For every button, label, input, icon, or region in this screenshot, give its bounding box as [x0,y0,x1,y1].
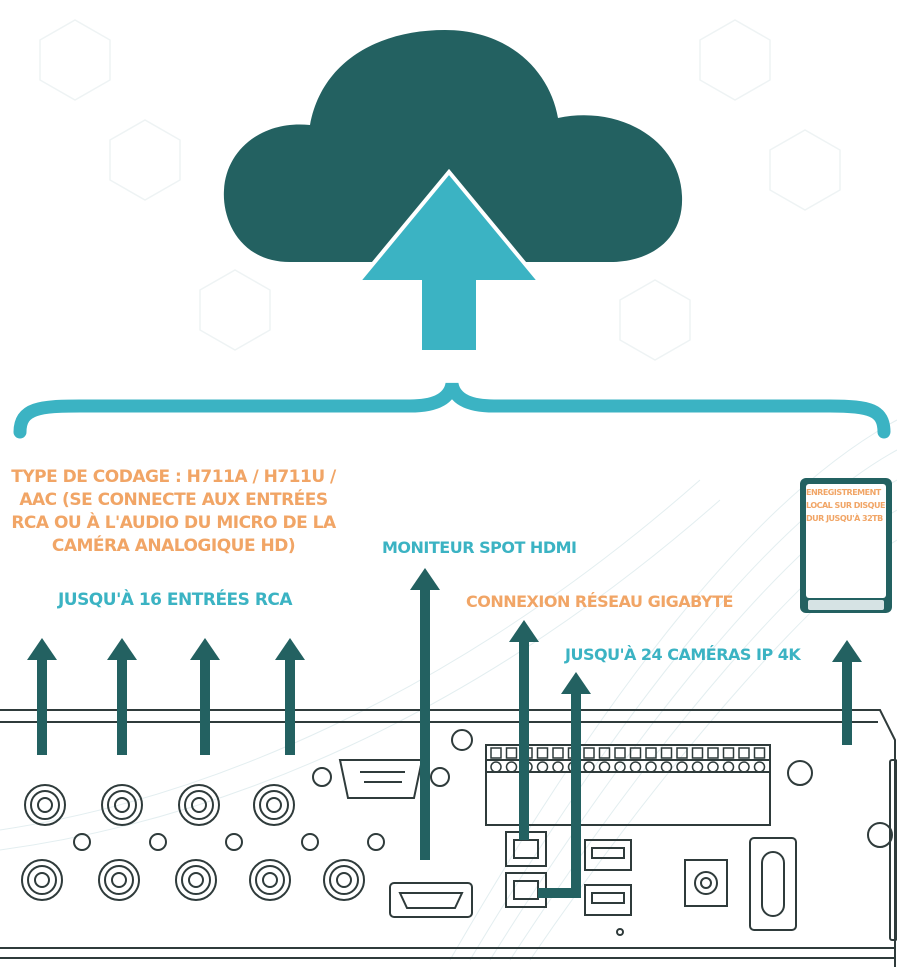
terminal-slot [707,747,719,759]
rca-jack [21,859,63,901]
terminal-screw [583,761,595,773]
terminal-screw [645,761,657,773]
terminal-slot [505,747,518,759]
rca-jack [98,859,140,901]
hard-drive-icon [800,478,892,613]
terminal-screw [738,761,750,773]
usb-ports [584,839,632,916]
terminal-screw [490,761,502,773]
terminal-screw [505,761,518,773]
hdmi-arrow [410,568,440,860]
network-arrow [509,620,539,840]
led [616,928,624,936]
label-codage: TYPE DE CODAGE : H711A / H711U / AAC (SE… [11,467,336,556]
rca-jack [24,784,66,826]
power-switch [749,837,797,931]
terminal-slot [645,747,657,759]
rca-jack [175,859,217,901]
terminal-screw [614,761,626,773]
terminal-slot [490,747,502,759]
terminal-screw [536,761,549,773]
brace-connector [13,382,891,439]
terminal-screws [490,747,766,773]
rca-jack [101,784,143,826]
terminal-slot [598,747,611,759]
terminal-slot [552,747,564,759]
rca-arrow [27,638,57,755]
label-hdmi: MONITEUR SPOT HDMI [382,538,577,557]
terminal-screw [598,761,611,773]
port-arrows [27,568,862,898]
power-jack [684,859,728,907]
terminal-screw [722,761,735,773]
rca-jack [253,784,295,826]
dvr-back-panel [0,709,897,967]
label-rca-inputs: JUSQU'À 16 ENTRÉES RCA [57,590,293,610]
terminal-slot [722,747,735,759]
terminal-screw [629,761,642,773]
rca-jack [178,784,220,826]
terminal-slot [614,747,626,759]
rca-jack [249,859,291,901]
terminal-screw [660,761,673,773]
terminal-screw [552,761,564,773]
terminal-screw [691,761,704,773]
cloud-icon [223,30,683,262]
terminal-slot [738,747,750,759]
screws [73,729,893,851]
terminal-slot [629,747,642,759]
hdmi-port [389,882,473,918]
terminal-slot [753,747,766,759]
background-hex-pattern [39,19,841,361]
power-button [787,760,813,786]
terminal-slot [691,747,704,759]
vga-port [312,759,450,799]
label-ip-cameras: JUSQU'À 24 CAMÉRAS IP 4K [565,645,801,664]
rca-jack [323,859,365,901]
label-hdd: ENREGISTREMENT LOCAL SUR DISQUE DUR JUSQ… [806,488,885,523]
terminal-slot [660,747,673,759]
terminal-slot [583,747,595,759]
terminal-slot [676,747,688,759]
terminal-screw [753,761,766,773]
label-network: CONNEXION RÉSEAU GIGABYTE [466,592,733,611]
terminal-screw [707,761,719,773]
upload-arrow-icon [353,168,545,354]
rca-arrow [107,638,137,755]
rca-jacks [21,784,365,901]
terminal-slot [536,747,549,759]
terminal-block [485,744,771,826]
ip-camera-arrow [538,672,591,898]
hdd-arrow [832,640,862,745]
rca-arrow [190,638,220,755]
rca-arrow [275,638,305,755]
terminal-screw [676,761,688,773]
